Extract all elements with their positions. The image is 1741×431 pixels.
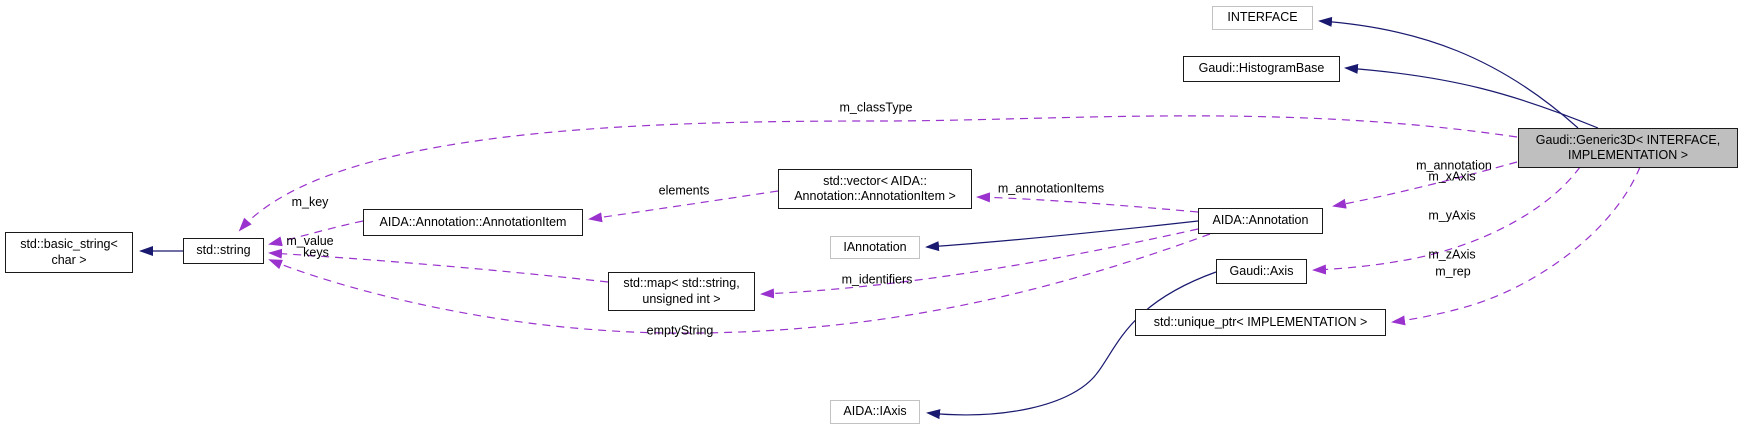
node-gaudi-histogrambase[interactable]: Gaudi::HistogramBase bbox=[1183, 56, 1340, 82]
edge-label-m-yaxis: m_yAxis bbox=[1428, 208, 1476, 223]
node-aida-iaxis[interactable]: AIDA::IAxis bbox=[830, 400, 920, 424]
node-iannotation-label: IAnnotation bbox=[843, 239, 907, 254]
edge-m-identifiers bbox=[760, 228, 1199, 299]
node-generic3d-line2: IMPLEMENTATION > bbox=[1567, 148, 1689, 162]
edge-axis-to-iaxis bbox=[926, 271, 1217, 420]
node-gaudi-generic3d[interactable]: Gaudi::Generic3D< INTERFACE, IMPLEMENTAT… bbox=[1518, 128, 1738, 168]
node-gaudi-axis[interactable]: Gaudi::Axis bbox=[1216, 259, 1307, 284]
node-annotationitem-label: AIDA::Annotation::AnnotationItem bbox=[379, 214, 567, 229]
node-std-basic-string[interactable]: std::basic_string< char > bbox=[5, 232, 133, 273]
node-map-line1: std::map< std::string, bbox=[623, 276, 740, 291]
node-basicstring-line1: std::basic_string< bbox=[20, 237, 118, 252]
edge-label-elements: elements bbox=[658, 183, 710, 198]
node-std-unique-ptr[interactable]: std::unique_ptr< IMPLEMENTATION > bbox=[1135, 309, 1386, 336]
edge-label-m-classtype: m_classType bbox=[839, 100, 913, 115]
node-uniqueptr-label: std::unique_ptr< IMPLEMENTATION > bbox=[1153, 314, 1368, 329]
node-map-line2: unsigned int > bbox=[642, 291, 721, 306]
edge-label-m-annotation: m_annotation bbox=[1416, 158, 1492, 173]
node-histogrambase-label: Gaudi::HistogramBase bbox=[1198, 61, 1325, 76]
edge-generic3d-to-histogrambase bbox=[1344, 63, 1599, 129]
edge-label-m-rep: m_rep bbox=[1435, 264, 1471, 279]
node-axis-label: Gaudi::Axis bbox=[1229, 263, 1294, 278]
edge-label-m-key-value: m_key m_value bbox=[286, 170, 333, 274]
node-iaxis-label: AIDA::IAxis bbox=[843, 404, 907, 419]
edge-label-m-key: m_key bbox=[291, 195, 329, 209]
node-vector-line1: std::vector< AIDA:: bbox=[823, 173, 927, 188]
edge-label-m-identifiers: m_identifiers bbox=[841, 272, 913, 287]
node-annotation-label: AIDA::Annotation bbox=[1212, 213, 1309, 228]
node-interface[interactable]: INTERFACE bbox=[1212, 6, 1313, 30]
node-std-map[interactable]: std::map< std::string, unsigned int > bbox=[608, 272, 755, 311]
edge-generic3d-to-interface bbox=[1318, 16, 1579, 129]
node-generic3d-line1: Gaudi::Generic3D< INTERFACE, bbox=[1535, 132, 1721, 147]
node-aida-annotation[interactable]: AIDA::Annotation bbox=[1198, 208, 1323, 234]
edge-label-emptystring: emptyString bbox=[646, 323, 714, 338]
node-basicstring-line2: char > bbox=[51, 252, 87, 267]
node-interface-label: INTERFACE bbox=[1227, 10, 1298, 25]
edge-annotation-to-iannotation bbox=[925, 220, 1199, 252]
node-aida-annotation-annotationitem[interactable]: AIDA::Annotation::AnnotationItem bbox=[363, 209, 583, 236]
edge-label-m-xyz-axes: m_xAxis m_yAxis m_zAxis bbox=[1428, 145, 1475, 288]
node-std-vector-annotationitem[interactable]: std::vector< AIDA:: Annotation::Annotati… bbox=[778, 169, 972, 209]
edge-label-m-annotationitems: m_annotationItems bbox=[997, 181, 1105, 196]
node-iannotation[interactable]: IAnnotation bbox=[830, 236, 920, 259]
node-vector-line2: Annotation::AnnotationItem > bbox=[794, 189, 956, 203]
edge-label-m-value: m_value bbox=[286, 234, 334, 248]
edge-label-m-xaxis: m_xAxis bbox=[1428, 169, 1476, 184]
edge-label-m-zaxis: m_zAxis bbox=[1428, 247, 1476, 262]
edge-label-keys: keys bbox=[303, 245, 329, 260]
node-string-label: std::string bbox=[196, 243, 251, 258]
edge-m-annotationitems bbox=[976, 192, 1199, 213]
node-std-string[interactable]: std::string bbox=[183, 238, 264, 264]
